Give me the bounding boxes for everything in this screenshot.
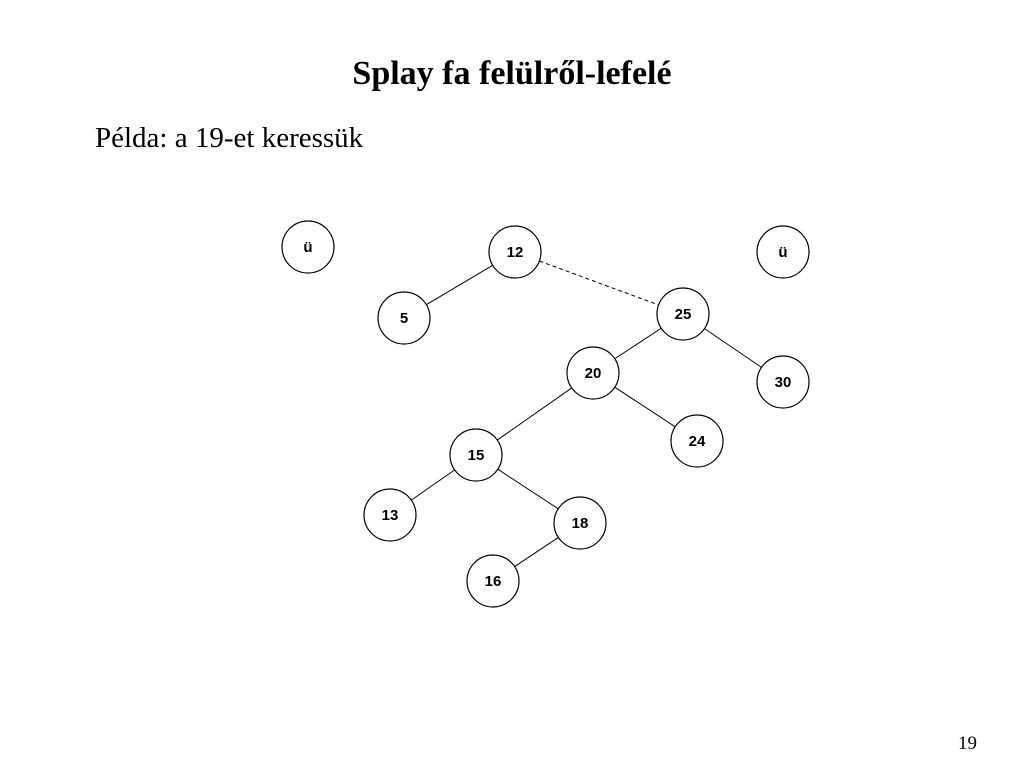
node-label: 20 [585, 365, 602, 382]
tree-node-n12: 12 [488, 225, 542, 279]
slide-number: 19 [958, 733, 977, 754]
slide-title: Splay fa felülről-lefelé [352, 55, 672, 92]
node-label: 24 [689, 433, 706, 450]
node-circle [756, 355, 810, 409]
edge-n12-n5 [426, 264, 493, 306]
node-circle [488, 225, 542, 279]
edge-n12-n25 [539, 260, 659, 306]
node-circle [363, 488, 417, 542]
node-label: 15 [468, 447, 485, 464]
node-label: 18 [572, 515, 589, 532]
tree-node-n25: 25 [656, 287, 710, 341]
node-label: 25 [675, 306, 692, 323]
node-circle [670, 414, 724, 468]
node-circle [756, 225, 810, 279]
node-circle [656, 287, 710, 341]
node-label: 12 [507, 244, 524, 261]
tree-node-n15: 15 [449, 428, 503, 482]
tree-node-n13: 13 [363, 488, 417, 542]
node-label: 30 [775, 374, 792, 391]
node-label: 5 [400, 310, 408, 327]
tree-node-n20: 20 [566, 346, 620, 400]
slide-subtitle: Példa: a 19-et keressük [95, 122, 364, 154]
node-circle [466, 554, 520, 608]
node-circle [377, 291, 431, 345]
node-label: ü [778, 244, 787, 261]
edge-n18-n16 [514, 537, 559, 567]
edge-n25-n20 [614, 327, 662, 360]
node-label: 16 [485, 573, 502, 590]
node-circle [281, 220, 335, 274]
tree-node-n30: 30 [756, 355, 810, 409]
tree-node-n5: 5 [377, 291, 431, 345]
tree-node-n18: 18 [553, 496, 607, 550]
node-circle [566, 346, 620, 400]
edges-layer [411, 260, 762, 567]
node-circle [449, 428, 503, 482]
node-label: 13 [382, 507, 399, 524]
tree-node-u-right: ü [756, 225, 810, 279]
tree-node-n16: 16 [466, 554, 520, 608]
node-label: ü [303, 239, 312, 256]
node-circle [553, 496, 607, 550]
edge-n20-n15 [497, 387, 572, 441]
edge-n20-n24 [614, 386, 676, 428]
nodes-layer: ü 12 ü 5 25 20 30 24 15 13 18 16 [281, 220, 810, 608]
tree-node-u-left: ü [281, 220, 335, 274]
edge-n25-n30 [704, 328, 762, 368]
tree-node-n24: 24 [670, 414, 724, 468]
edge-n15-n13 [411, 469, 455, 501]
edge-n15-n18 [497, 468, 559, 510]
